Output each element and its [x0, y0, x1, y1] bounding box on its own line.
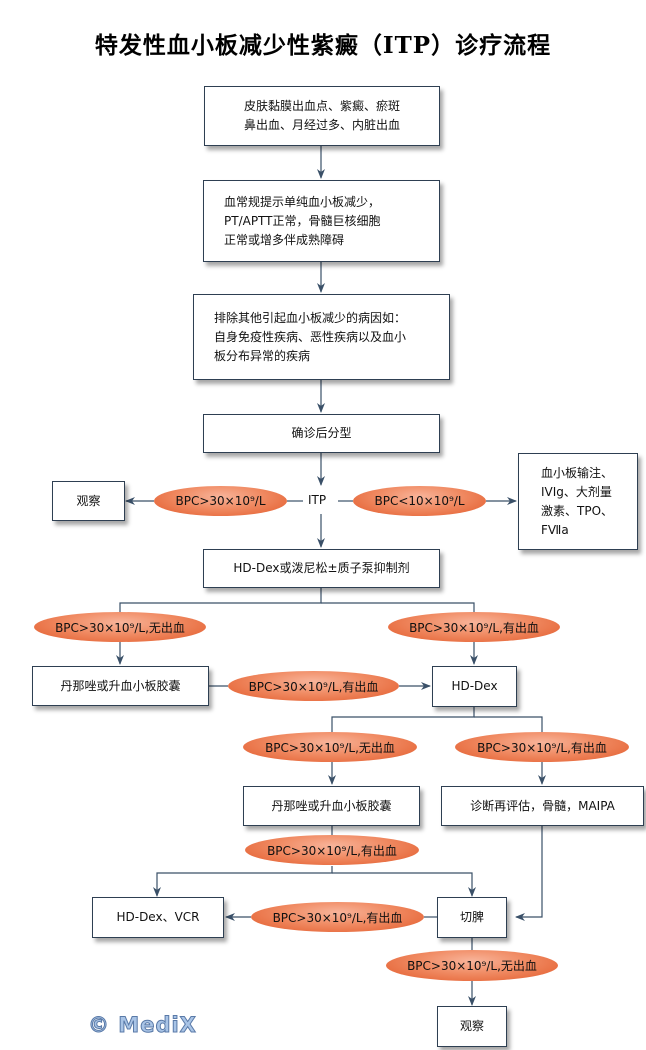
condition-oval-gt30-no-bleed-3: BPC>30×10⁹/L,无出血 — [386, 950, 558, 981]
condition-oval-gt30: BPC>30×10⁹/L — [154, 486, 287, 516]
branch-hddex-right — [474, 716, 543, 732]
page-title: 特发性血小板减少性紫癜（ITP）诊疗流程 — [94, 32, 552, 59]
node-exclude-text: 排除其他引起血小板减少的病因如： 自身免疫性疾病、恶性疾病以及血小 板分布异常的… — [214, 310, 407, 363]
node-first-line: HD-Dex或泼尼松±质子泵抑制剂 — [203, 549, 440, 588]
node-splenectomy: 切脾 — [437, 897, 507, 938]
node-reassess: 诊断再评估，骨髓，MAIPA — [441, 786, 644, 826]
node-danazol-2: 丹那唑或升血小板胶囊 — [243, 786, 420, 826]
node-first-line-text: HD-Dex或泼尼松±质子泵抑制剂 — [233, 561, 410, 575]
branch-firstline-right — [321, 602, 475, 612]
node-hd-dex-vcr-text: HD-Dex、VCR — [116, 910, 200, 924]
node-symptoms-text: 皮肤黏膜出血点、紫癜、瘀斑 鼻出血、月经过多、内脏出血 — [243, 99, 400, 132]
branch-hddex — [331, 707, 475, 732]
node-classify-text: 确诊后分型 — [291, 426, 352, 440]
node-splenectomy-text: 切脾 — [459, 910, 484, 924]
node-observe-1: 观察 — [52, 481, 125, 521]
node-blood-test-text: 血常规提示单纯血小板减少， PT/APTT正常，骨髓巨核细胞 正常或增多伴成熟障… — [224, 194, 381, 247]
condition-oval-gt30-no-bleed-1: BPC>30×10⁹/L,无出血 — [34, 612, 206, 642]
medix-watermark-logo: © MediX — [88, 1013, 197, 1038]
node-hd-dex-vcr: HD-Dex、VCR — [92, 897, 224, 938]
node-hd-dex-text: HD-Dex — [451, 679, 498, 693]
node-danazol-1-text: 丹那唑或升血小板胶囊 — [60, 678, 181, 693]
node-observe-2-text: 观察 — [459, 1019, 484, 1033]
arrow-reassess-to-splenectomy — [515, 826, 543, 921]
node-emergency-text: 血小板输注、 IVIg、大剂量 激素、TPO、 FⅦa — [541, 465, 614, 537]
branch-danazol2-right — [332, 872, 476, 897]
node-classify: 确诊后分型 — [203, 414, 440, 453]
node-hd-dex: HD-Dex — [432, 666, 517, 707]
node-observe-2: 观察 — [437, 1006, 507, 1047]
branch-firstline — [119, 588, 322, 612]
condition-oval-gt30-bleed-2: BPC>30×10⁹/L,有出血 — [228, 671, 399, 701]
condition-oval-gt30-no-bleed-2: BPC>30×10⁹/L,无出血 — [243, 732, 417, 762]
condition-oval-gt30-bleed-4: BPC>30×10⁹/L,有出血 — [245, 835, 419, 865]
condition-oval-gt30-bleed-3: BPC>30×10⁹/L,有出血 — [455, 732, 629, 762]
node-danazol-1: 丹那唑或升血小板胶囊 — [32, 666, 209, 706]
node-emergency: 血小板输注、 IVIg、大剂量 激素、TPO、 FⅦa — [518, 453, 638, 550]
node-blood-test: 血常规提示单纯血小板减少， PT/APTT正常，骨髓巨核细胞 正常或增多伴成熟障… — [203, 180, 440, 262]
condition-oval-lt10: BPC<10×10⁹/L — [353, 486, 486, 516]
node-reassess-text: 诊断再评估，骨髓，MAIPA — [470, 798, 615, 813]
node-exclude: 排除其他引起血小板减少的病因如： 自身免疫性疾病、恶性疾病以及血小 板分布异常的… — [193, 294, 450, 380]
branch-danazol2 — [153, 866, 333, 897]
node-itp: ITP — [305, 493, 330, 507]
node-observe-1-text: 观察 — [76, 493, 101, 508]
node-danazol-2-text: 丹那唑或升血小板胶囊 — [271, 798, 392, 813]
condition-oval-gt30-bleed-1: BPC>30×10⁹/L,有出血 — [388, 612, 560, 642]
node-symptoms: 皮肤黏膜出血点、紫癜、瘀斑 鼻出血、月经过多、内脏出血 — [204, 86, 440, 146]
condition-oval-gt30-bleed-5: BPC>30×10⁹/L,有出血 — [251, 902, 424, 932]
